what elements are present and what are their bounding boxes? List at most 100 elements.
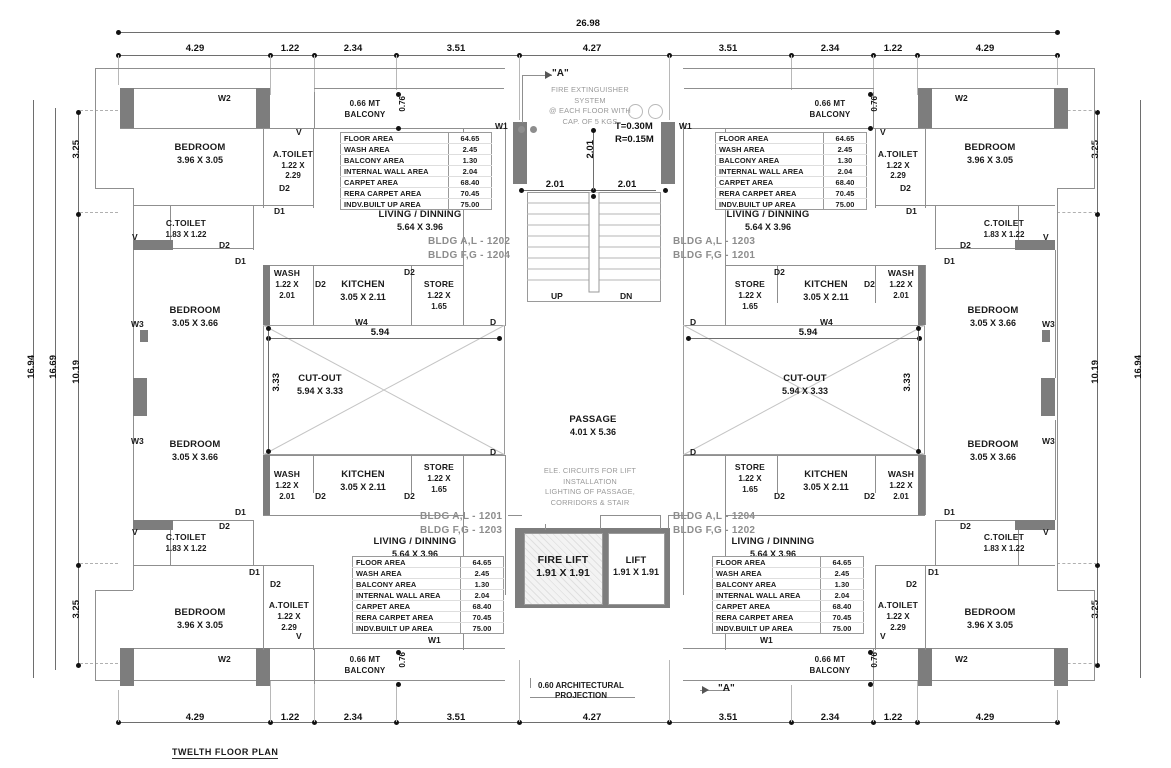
top-dim-5: 4.27 bbox=[582, 43, 602, 54]
tag-d2-tl4: D2 bbox=[404, 267, 415, 277]
tag-d2-tr2: D2 bbox=[960, 240, 971, 250]
store-br-dim1: 1.22 X bbox=[738, 474, 762, 483]
bottom-dim-3: 2.34 bbox=[343, 712, 363, 723]
tag-w1-bl: W1 bbox=[428, 635, 441, 645]
area-row-label: BALCONY AREA bbox=[712, 578, 821, 590]
right-inner-dim-bottom: 3.25 bbox=[1090, 600, 1101, 619]
right-inner-dim-top: 3.25 bbox=[1090, 140, 1101, 159]
unit-label-top-left-2: BLDG F,G - 1204 bbox=[428, 250, 511, 261]
top-dim-3: 2.34 bbox=[343, 43, 363, 54]
tag-d-br: D bbox=[690, 447, 697, 457]
section-arrow-bottom-icon bbox=[702, 686, 709, 694]
lift-note-line-1: ELE. CIRCUITS FOR LIFT bbox=[543, 466, 637, 475]
tag-d2-br2: D2 bbox=[960, 521, 971, 531]
section-label-top: "A" bbox=[552, 68, 569, 79]
bedroom-tr-label: BEDROOM bbox=[964, 142, 1016, 153]
top-dim-2: 1.22 bbox=[280, 43, 300, 54]
cutout-left-dim: 5.94 X 3.33 bbox=[296, 386, 344, 396]
living-br-label: LIVING / DINNING bbox=[731, 536, 815, 547]
living-bl-label: LIVING / DINNING bbox=[373, 536, 457, 547]
area-row-label: RERA CARPET AREA bbox=[715, 187, 824, 199]
area-row-value: 68.40 bbox=[448, 176, 492, 188]
tag-d1-tr1: D1 bbox=[906, 206, 917, 216]
bedroom-br-dim: 3.96 X 3.05 bbox=[966, 620, 1014, 630]
area-row-label: BALCONY AREA bbox=[340, 154, 449, 166]
bedroom-tl-label: BEDROOM bbox=[174, 142, 226, 153]
bedroom-mr-label: BEDROOM bbox=[967, 305, 1019, 316]
right-dim-16-94: 16.94 bbox=[1133, 355, 1144, 379]
area-row-label: INTERNAL WALL AREA bbox=[352, 589, 461, 601]
stair-dn-label: DN bbox=[620, 291, 633, 301]
area-row-label: WASH AREA bbox=[712, 567, 821, 579]
tag-w3-br: W3 bbox=[1042, 436, 1055, 446]
tag-d1-tl2: D1 bbox=[235, 256, 246, 266]
a-toilet-tl-dim1: 1.22 X bbox=[281, 161, 305, 170]
store-tl-label: STORE bbox=[423, 279, 455, 289]
top-dim-7: 2.34 bbox=[820, 43, 840, 54]
area-row-value: 64.65 bbox=[823, 132, 867, 144]
riser-dim-label: R=0.15M bbox=[615, 134, 654, 145]
tag-w3-tl: W3 bbox=[131, 319, 144, 329]
store-bl-dim2: 1.65 bbox=[431, 485, 447, 494]
tag-d2-br1: D2 bbox=[906, 579, 917, 589]
c-toilet-bl-label: C.TOILET bbox=[165, 532, 207, 542]
area-row-label: WASH AREA bbox=[352, 567, 461, 579]
cutout-right-dim: 5.94 X 3.33 bbox=[781, 386, 829, 396]
tag-d2-tr4: D2 bbox=[774, 267, 785, 277]
fire-lift-shaft bbox=[524, 533, 603, 605]
area-row-value: 70.45 bbox=[820, 611, 864, 623]
lift-dim: 1.91 X 1.91 bbox=[612, 567, 660, 577]
balcony-depth-tr: 0.76 bbox=[870, 96, 879, 112]
area-row-value: 75.00 bbox=[448, 198, 492, 210]
tag-d2-bl2: D2 bbox=[219, 521, 230, 531]
cutout-right-depth: 3.33 bbox=[902, 373, 913, 392]
tag-d1-tr2: D1 bbox=[944, 256, 955, 266]
area-row-value: 68.40 bbox=[820, 600, 864, 612]
living-tr-label: LIVING / DINNING bbox=[726, 209, 810, 220]
fire-lift-dim: 1.91 X 1.91 bbox=[536, 567, 590, 579]
tag-d-bl: D bbox=[490, 447, 497, 457]
area-row-label: CARPET AREA bbox=[340, 176, 449, 188]
passage-dim: 4.01 X 5.36 bbox=[569, 427, 617, 437]
left-dim-10-19: 10.19 bbox=[71, 360, 82, 384]
balcony-tl-line2: BALCONY bbox=[344, 110, 386, 119]
c-toilet-tr-dim: 1.83 X 1.22 bbox=[983, 230, 1025, 239]
area-row-value: 2.45 bbox=[823, 143, 867, 155]
area-row-label: INDV.BUILT UP AREA bbox=[719, 199, 796, 209]
overall-width-label: 26.98 bbox=[576, 18, 600, 29]
tag-w1-br: W1 bbox=[760, 635, 773, 645]
area-row-label: INDV.BUILT UP AREA bbox=[716, 623, 793, 633]
bedroom-bl-label: BEDROOM bbox=[174, 607, 226, 618]
area-row-value: 64.65 bbox=[448, 132, 492, 144]
tag-w2-tr: W2 bbox=[955, 93, 968, 103]
tag-d2-tl3: D2 bbox=[315, 279, 326, 289]
cutout-right-width: 5.94 bbox=[798, 327, 818, 338]
tag-w3-bl: W3 bbox=[131, 436, 144, 446]
bottom-dim-7: 2.34 bbox=[820, 712, 840, 723]
area-row-value: 1.30 bbox=[823, 154, 867, 166]
area-row-value: 2.04 bbox=[823, 165, 867, 177]
bottom-dim-2: 1.22 bbox=[280, 712, 300, 723]
store-tl-dim1: 1.22 X bbox=[427, 291, 451, 300]
tag-v-tl: V bbox=[296, 127, 302, 137]
wash-tr-dim1: 1.22 X bbox=[889, 280, 913, 289]
tag-d2-bl4: D2 bbox=[404, 491, 415, 501]
cutout-left-width: 5.94 bbox=[370, 327, 390, 338]
tag-d2-tr3: D2 bbox=[864, 279, 875, 289]
a-toilet-bl-label: A.TOILET bbox=[268, 600, 310, 610]
bedroom-br-side-label: BEDROOM bbox=[967, 439, 1019, 450]
living-br-dim: 5.64 X 3.96 bbox=[749, 549, 797, 559]
area-row-label: CARPET AREA bbox=[715, 176, 824, 188]
a-toilet-tl-label: A.TOILET bbox=[272, 149, 314, 159]
